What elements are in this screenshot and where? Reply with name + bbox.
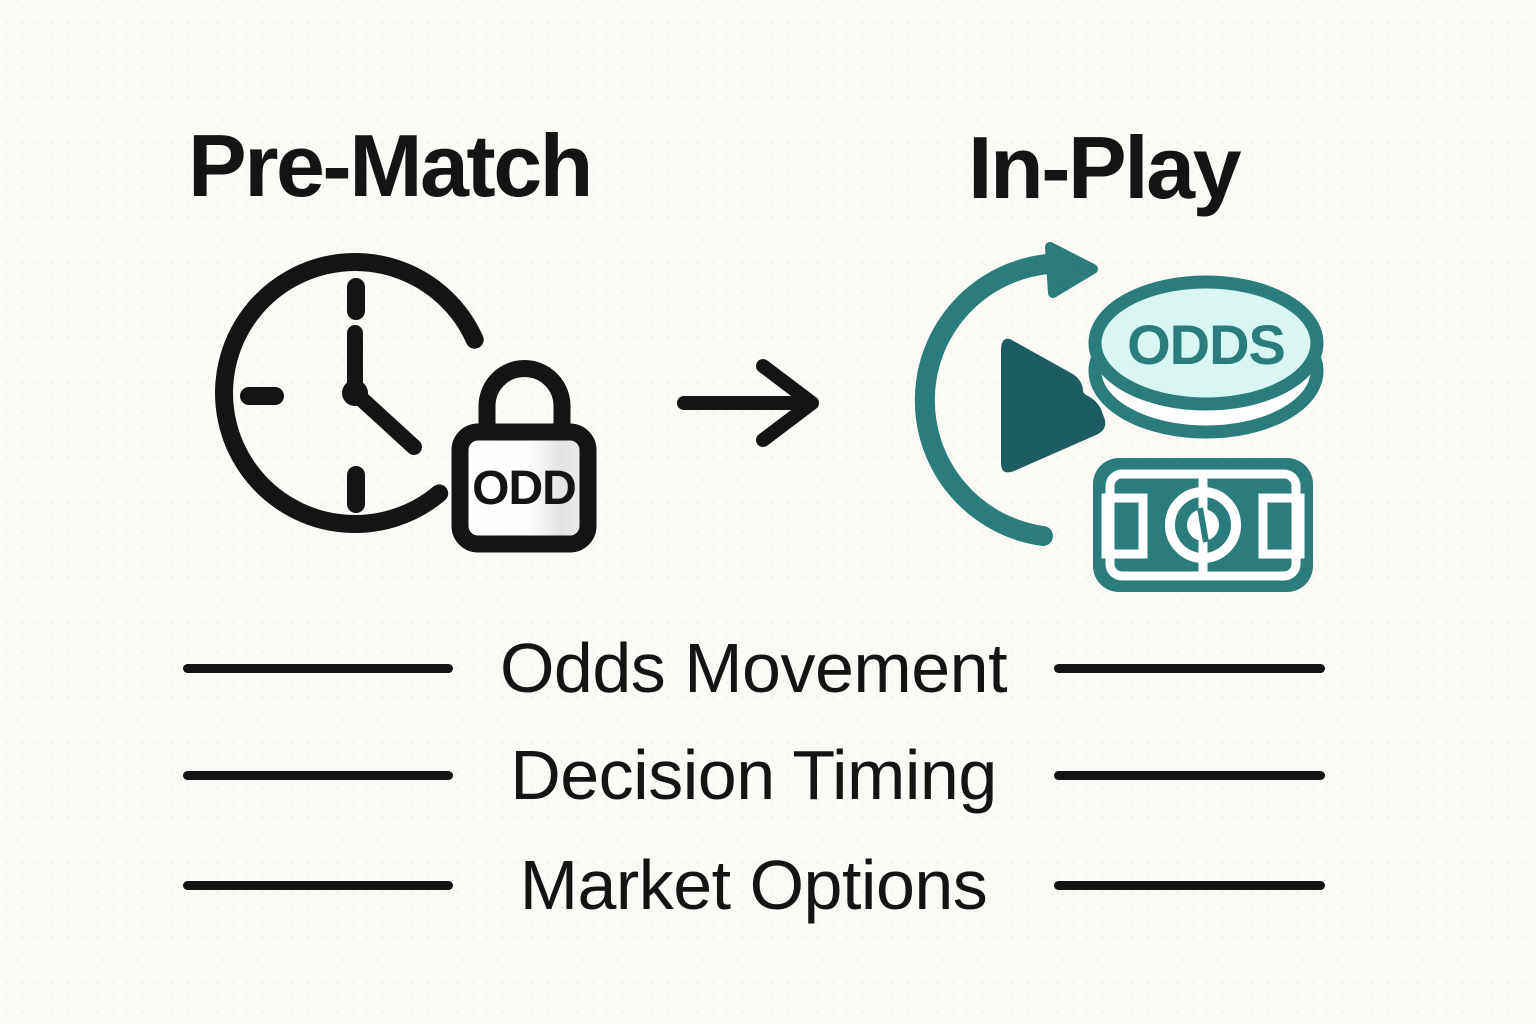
in-play-title: In-Play <box>968 118 1242 217</box>
play-icon <box>1001 338 1106 473</box>
lock-odd-label: ODD <box>472 462 576 515</box>
row-divider-line <box>183 663 453 673</box>
row-divider-line <box>1054 880 1325 890</box>
row-label: Market Options <box>519 846 988 924</box>
row-divider-line <box>183 770 453 780</box>
row-divider-line <box>1054 770 1325 780</box>
comparison-row-decision-timing: Decision Timing <box>183 740 1325 810</box>
comparison-row-odds-movement: Odds Movement <box>183 633 1325 703</box>
soccer-field-icon <box>1093 458 1313 592</box>
row-label: Odds Movement <box>499 629 1008 707</box>
comparison-row-market-options: Market Options <box>183 850 1325 920</box>
coin-odds-label: ODDS <box>1127 313 1285 376</box>
row-divider-line <box>1054 663 1325 673</box>
refresh-arrow-icon <box>914 242 1098 546</box>
right-arrow-icon <box>677 359 819 447</box>
odds-coin-icon: ODDS <box>1088 275 1324 439</box>
lock-icon: ODD <box>451 360 597 553</box>
clock-icon <box>215 253 484 533</box>
row-divider-line <box>183 880 453 890</box>
pre-match-title: Pre-Match <box>188 116 593 215</box>
row-label: Decision Timing <box>510 736 997 814</box>
in-play-icon-cluster: ODDS <box>914 242 1324 592</box>
clock-lock-icon: ODD <box>215 253 597 553</box>
